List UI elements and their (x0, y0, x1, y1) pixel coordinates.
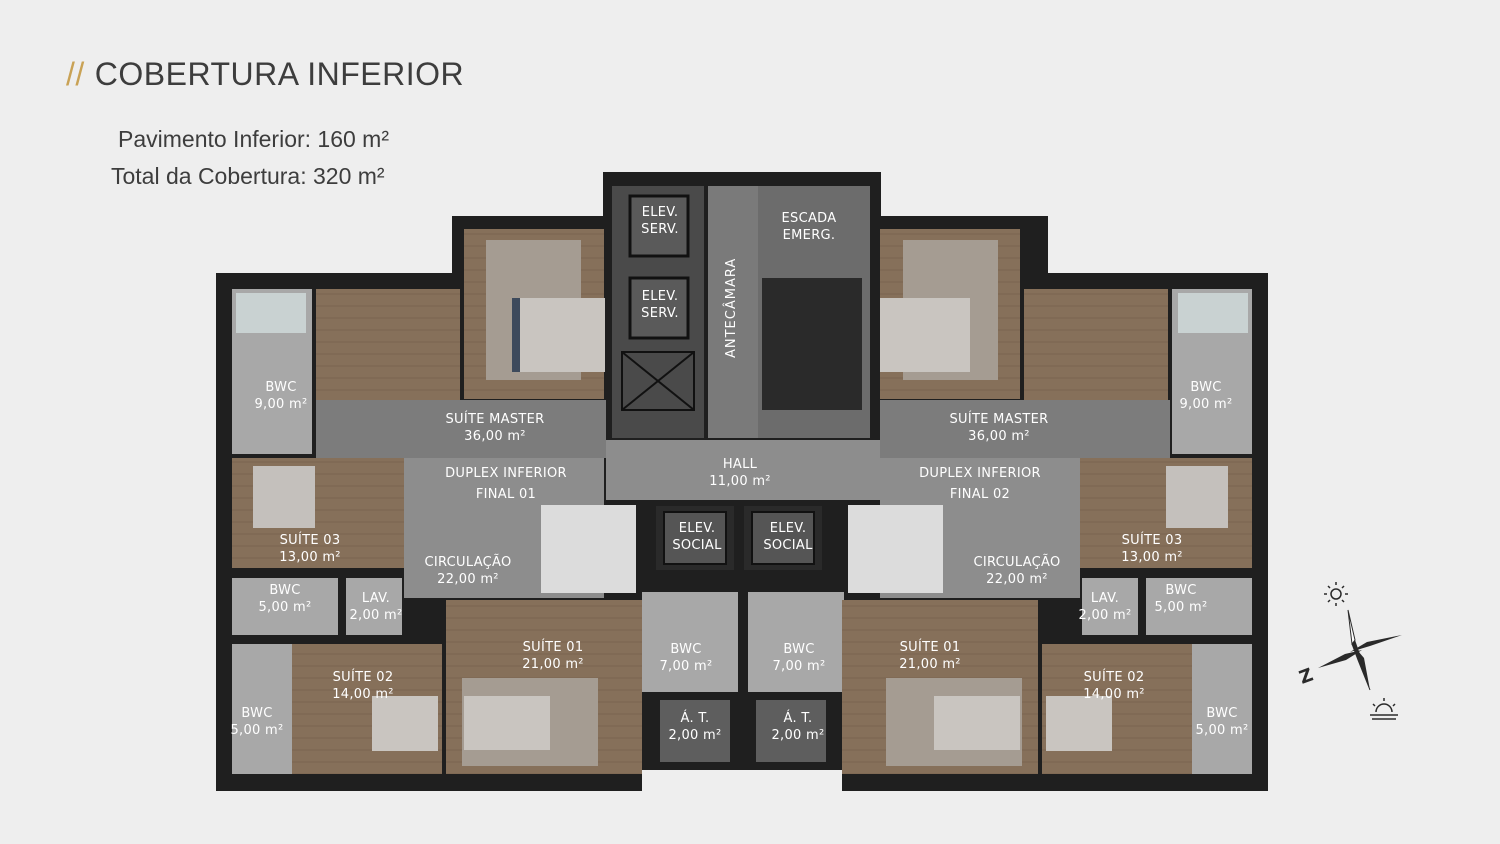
emergency-stairs (762, 278, 862, 410)
title-accent: // (66, 56, 85, 92)
bed-master-right (880, 298, 970, 372)
hall-floor (606, 440, 880, 500)
building-core (606, 186, 880, 792)
elev-serv-2-car (628, 276, 690, 340)
compass-rose: Z (1290, 580, 1420, 734)
stairs-right (848, 505, 943, 593)
label-at-left: Á. T.2,00 m² (668, 711, 722, 743)
at-left-floor (660, 700, 730, 762)
unit-final-01 (232, 229, 642, 774)
bwc-center-right-floor (748, 592, 844, 692)
elev-social-2-car (751, 511, 815, 565)
bwc-bot-right-floor (1192, 644, 1252, 774)
shower-right (1178, 293, 1248, 333)
elev-social-1-car (663, 511, 727, 565)
bed-suite02-left (372, 696, 438, 751)
elev-serv-1-car (628, 194, 690, 258)
lav-right-floor (1082, 578, 1138, 635)
bed-suite03-right (1166, 466, 1228, 528)
label-antecamara: ANTECÂMARA (724, 257, 739, 358)
pavimento-inferior-area: Pavimento Inferior: 160 m² (118, 126, 390, 152)
bed-suite01-left (464, 696, 550, 750)
label-elev-social-2: ELEV.SOCIAL (763, 521, 813, 553)
bed-suite03-left (253, 466, 315, 528)
bed-suite02-right (1046, 696, 1112, 751)
bwc-bot-left-floor (232, 644, 292, 774)
antecamara-floor (708, 186, 758, 438)
label-elev-serv-1: ELEV.SERV. (641, 205, 679, 237)
suite-master-left-passage (316, 400, 606, 458)
bwc-center-left-floor (642, 592, 738, 692)
compass-star-icon (1318, 609, 1402, 691)
total-cobertura-area: Total da Cobertura: 320 m² (111, 163, 385, 189)
shower-left (236, 293, 306, 333)
shaft-void (621, 351, 695, 411)
lav-left-floor (346, 578, 402, 635)
entrance-recess (642, 770, 842, 798)
label-at-right: Á. T.2,00 m² (771, 711, 825, 743)
north-letter: Z (1297, 664, 1316, 688)
sunset-icon (1370, 698, 1398, 720)
sun-icon (1324, 582, 1348, 606)
headboard-master-left (512, 298, 520, 372)
unit-final-02 (842, 229, 1252, 774)
label-elev-social-1: ELEV.SOCIAL (672, 521, 722, 553)
at-right-floor (756, 700, 826, 762)
page-title: //COBERTURA INFERIOR (66, 56, 464, 93)
label-lav-left: LAV.2,00 m² (349, 591, 403, 623)
bed-suite01-right (934, 696, 1020, 750)
label-lav-right: LAV.2,00 m² (1078, 591, 1132, 623)
stairs-left (541, 505, 636, 593)
bwc-mid-right-floor (1146, 578, 1252, 635)
title-text: COBERTURA INFERIOR (94, 56, 465, 92)
label-elev-serv-2: ELEV.SERV. (641, 289, 679, 321)
suite-master-right-passage (880, 400, 1170, 458)
bed-master-left (515, 298, 605, 372)
bwc-mid-left-floor (232, 578, 338, 635)
